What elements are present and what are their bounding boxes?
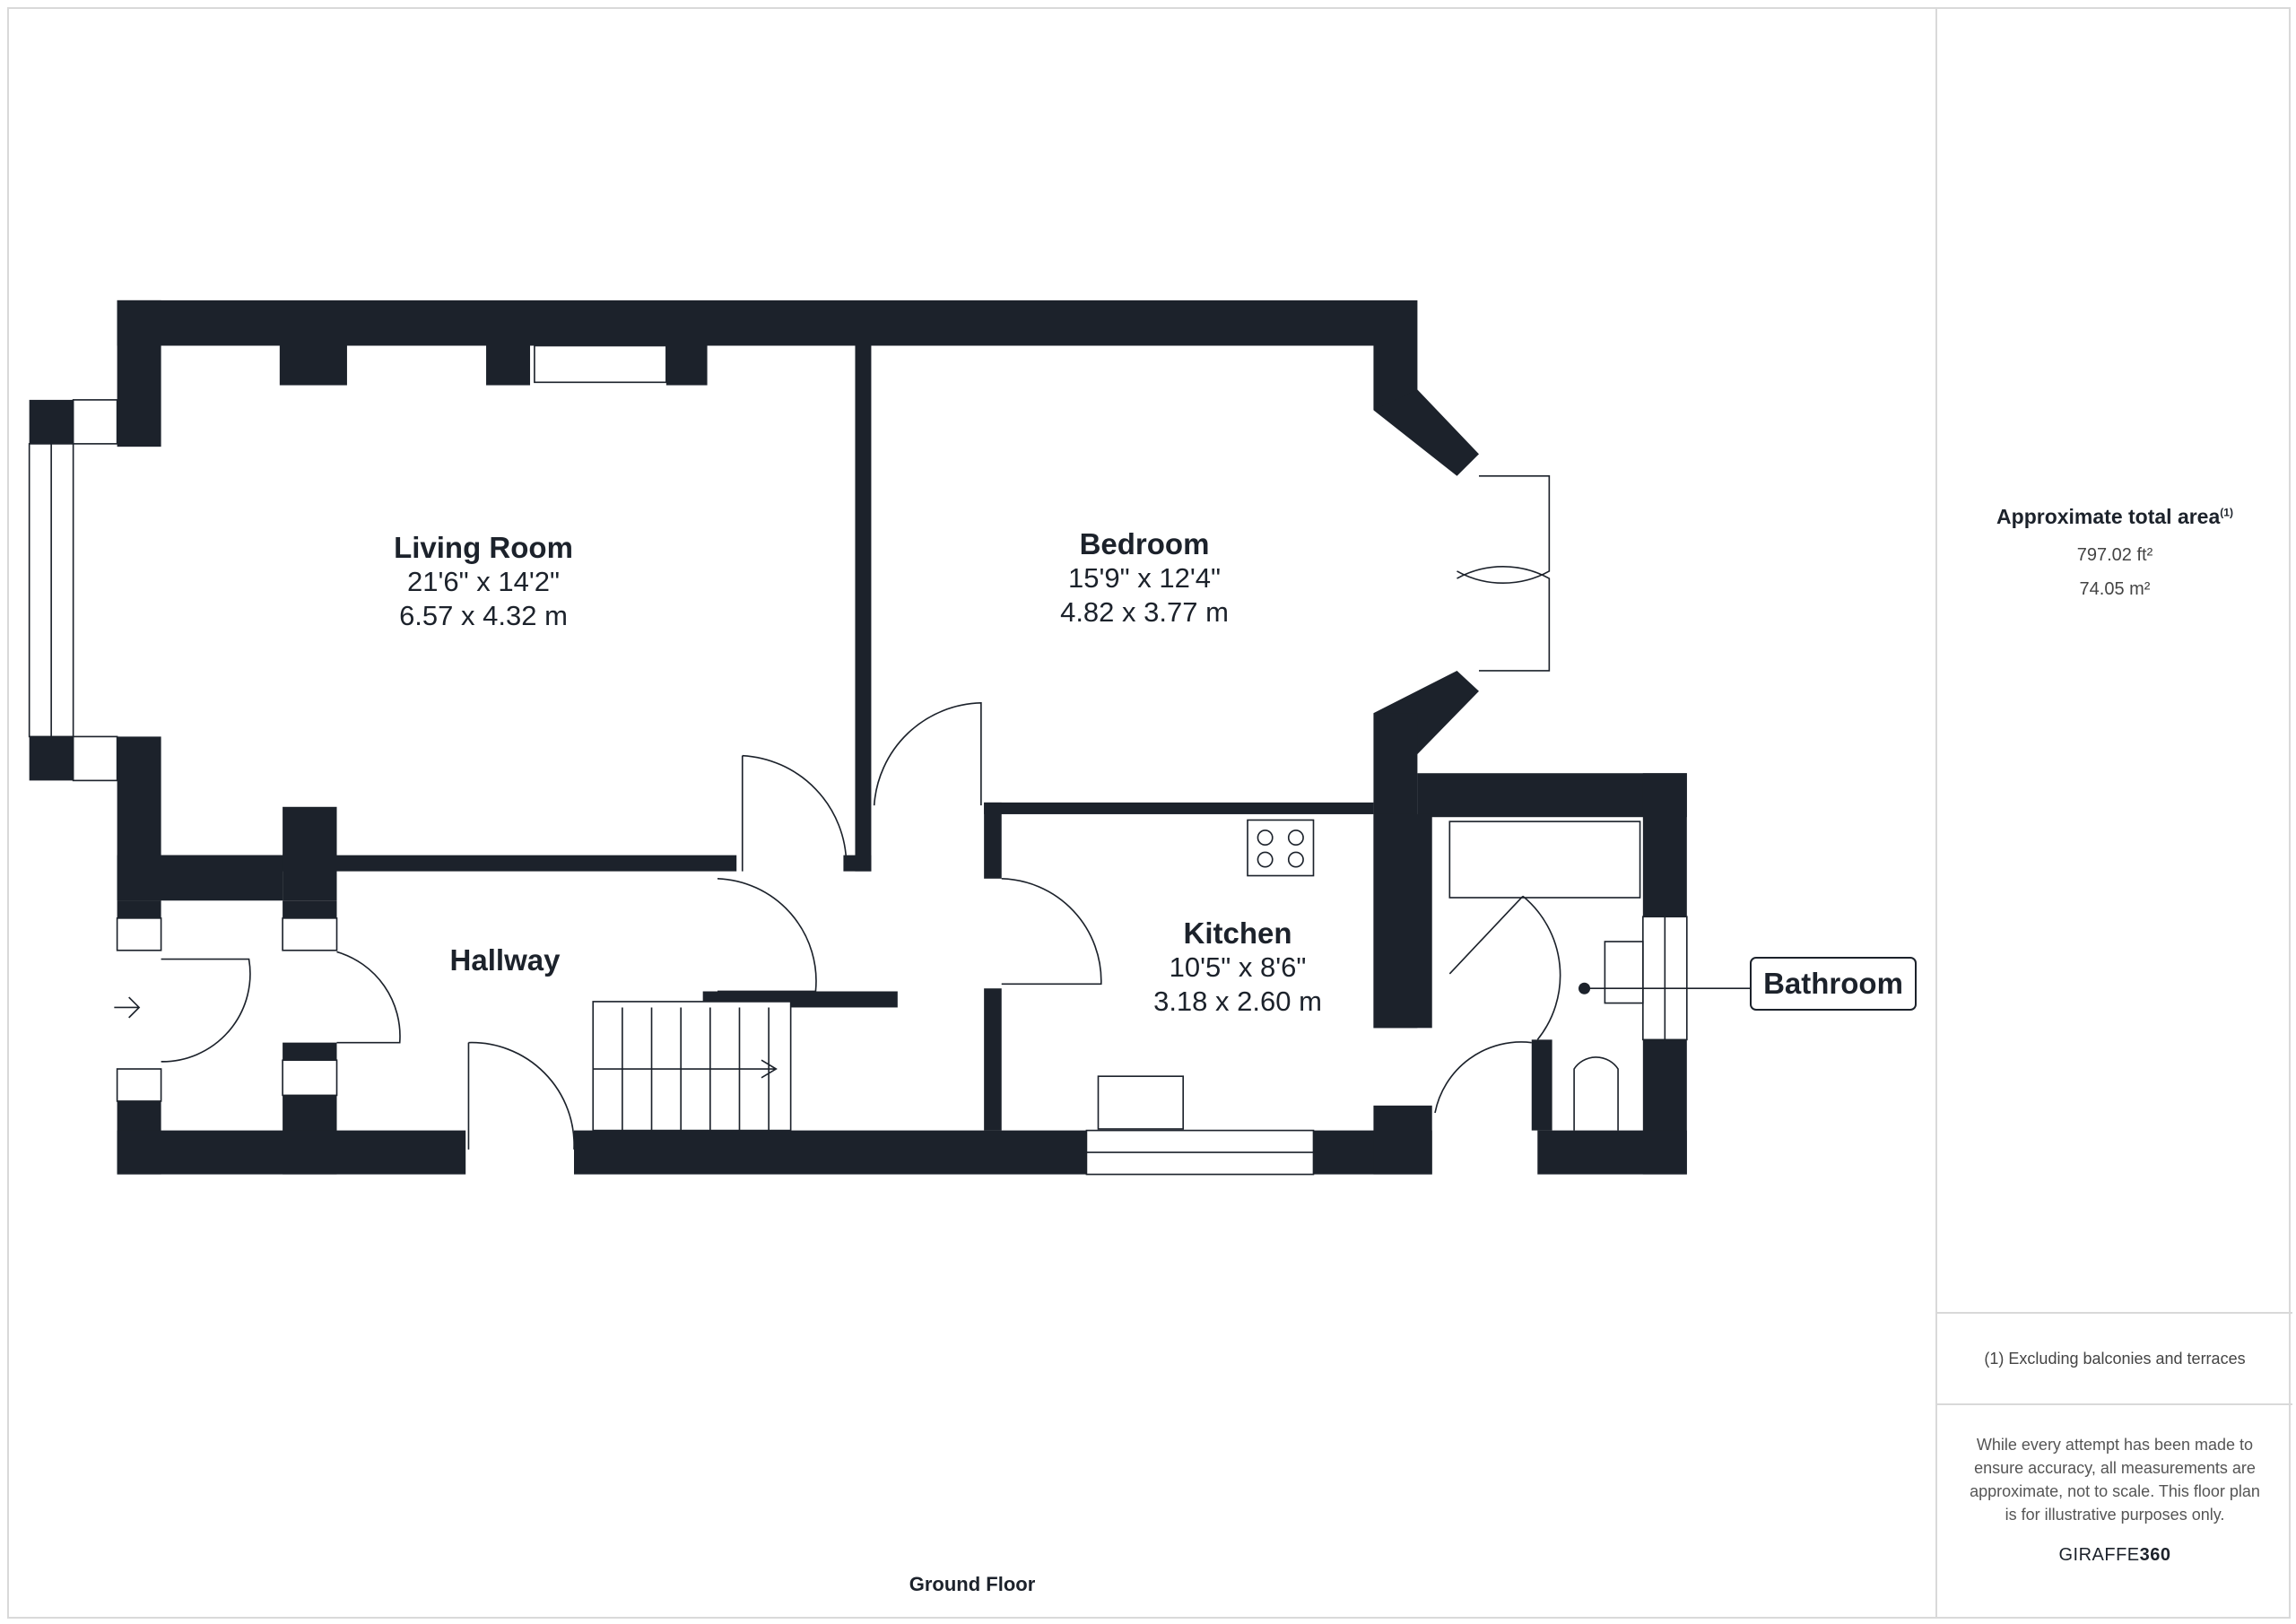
page-frame	[7, 7, 2291, 1619]
brand-a: GIRAFFE	[2058, 1545, 2140, 1565]
room-metric: 6.57 x 4.32 m	[399, 600, 568, 631]
room-kitchen: Kitchen 10'5" x 8'6" 3.18 x 2.60 m	[1153, 916, 1322, 1019]
floor-plan	[28, 300, 1751, 1176]
room-imperial: 21'6" x 14'2"	[406, 566, 561, 597]
area-title: Approximate total area(1)	[1937, 505, 2292, 529]
area-title-text: Approximate total area	[1996, 505, 2221, 528]
room-metric: 4.82 x 3.77 m	[1060, 596, 1229, 628]
windows	[28, 344, 1688, 1176]
area-ft: 797.02 ft²	[2076, 545, 2153, 565]
brand-logo: GIRAFFE360	[1937, 1545, 2292, 1566]
room-bedroom: Bedroom 15'9" x 12'4" 4.82 x 3.77 m	[1060, 527, 1229, 630]
footnote-marker: (1)	[2220, 506, 2233, 519]
footnote: (1) Excluding balconies and terraces	[1937, 1312, 2292, 1405]
doors	[114, 474, 1644, 1150]
bathroom-callout: Bathroom	[1750, 957, 1917, 1011]
room-living: Living Room 21'6" x 14'2" 6.57 x 4.32 m	[394, 531, 573, 633]
room-hallway: Hallway	[450, 943, 561, 977]
info-panel: Approximate total area(1) 797.02 ft² 74.…	[1935, 7, 2292, 1619]
room-name: Kitchen	[1183, 916, 1292, 950]
disclaimer: While every attempt has been made to ens…	[1970, 1436, 2260, 1524]
area-m: 74.05 m²	[2079, 579, 2151, 599]
floor-label: Ground Floor	[909, 1573, 1036, 1595]
room-name: Living Room	[394, 531, 573, 564]
room-name: Hallway	[449, 943, 561, 977]
room-imperial: 10'5" x 8'6"	[1169, 951, 1307, 983]
walls	[29, 300, 1687, 1175]
room-imperial: 15'9" x 12'4"	[1067, 562, 1221, 594]
room-metric: 3.18 x 2.60 m	[1153, 986, 1322, 1017]
room-name: Bedroom	[1079, 527, 1210, 560]
brand-b: 360	[2139, 1545, 2171, 1565]
